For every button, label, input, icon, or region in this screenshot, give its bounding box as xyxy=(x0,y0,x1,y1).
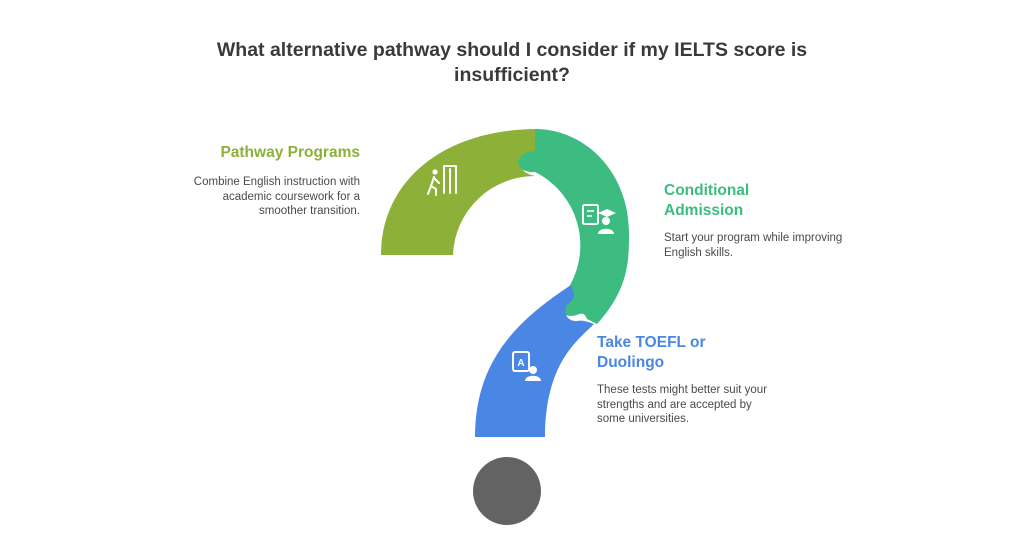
toefl-description: These tests might better suit your stren… xyxy=(597,384,768,425)
language-test-user-icon: A xyxy=(512,351,541,381)
pathway-heading: Pathway Programs xyxy=(220,144,360,161)
pathway-segment[interactable] xyxy=(381,129,538,255)
conditional-description: Start your program while improving Engli… xyxy=(664,232,843,259)
toefl-heading: Take TOEFL or Duolingo xyxy=(597,334,706,371)
conditional-segment[interactable] xyxy=(518,129,629,324)
toefl-segment[interactable] xyxy=(475,285,594,437)
question-dot xyxy=(473,457,541,525)
walking-person-gate-icon xyxy=(427,165,457,196)
svg-text:A: A xyxy=(517,358,524,369)
pathway-description: Combine English instruction with academi… xyxy=(193,176,360,217)
graduate-document-icon xyxy=(582,204,616,234)
conditional-heading: Conditional Admission xyxy=(664,182,750,219)
diagram-title: What alternative pathway should I consid… xyxy=(216,39,808,86)
